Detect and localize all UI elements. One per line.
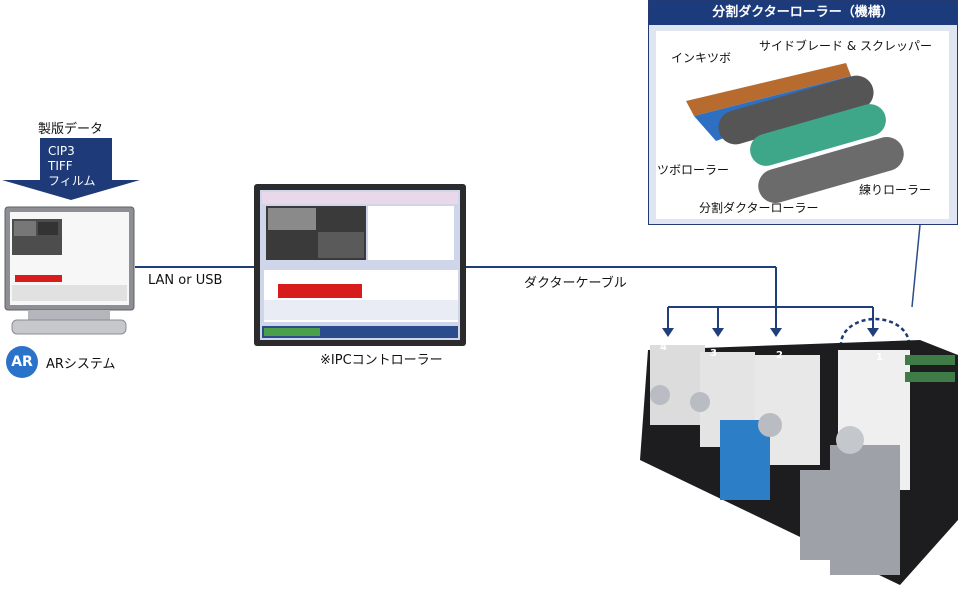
inset-leader-line (911, 224, 921, 308)
format-film: フィルム (48, 174, 96, 188)
label-side-blade: サイドブレード & スクレッパー (759, 39, 932, 53)
ipc-controller-label: ※IPCコントローラー (320, 353, 443, 368)
connection-lines (135, 266, 874, 330)
source-title: 製版データ (38, 122, 104, 137)
roller-illustration (656, 31, 949, 219)
press-machine (640, 340, 958, 585)
ductor-cable-label: ダクターケーブル (524, 276, 627, 291)
ar-system-label: ARシステム (46, 357, 116, 372)
label-fountain-roller: ツボローラー (657, 163, 730, 177)
arrowheads (662, 328, 879, 337)
mechanism-inset: 分割ダクターローラー（機構） インキツボ サイドブレード & スクレッパー ツボ… (648, 0, 958, 225)
source-format-list: CIP3 TIFF フィルム (48, 144, 118, 189)
data-arrow (2, 138, 140, 200)
press-unit-numbers: 4 3 2 1 (660, 342, 883, 363)
ar-badge: AR (6, 346, 38, 378)
press-unit-number: 2 (776, 350, 783, 361)
lan-usb-label: LAN or USB (148, 273, 223, 288)
inset-title: 分割ダクターローラー（機構） (649, 1, 957, 25)
press-unit-number: 1 (876, 352, 883, 363)
press-unit-number: 4 (660, 342, 667, 353)
label-ink-fountain: インキツボ (671, 51, 732, 65)
format-tiff: TIFF (48, 159, 73, 173)
label-kneading-roller: 練りローラー (859, 183, 932, 197)
press-unit-number: 3 (710, 348, 717, 359)
label-split-ductor: 分割ダクターローラー (699, 201, 819, 215)
ipc-monitor (254, 184, 466, 346)
ar-monitor (4, 206, 135, 335)
roller-drawing (686, 63, 904, 203)
format-cip3: CIP3 (48, 144, 75, 158)
